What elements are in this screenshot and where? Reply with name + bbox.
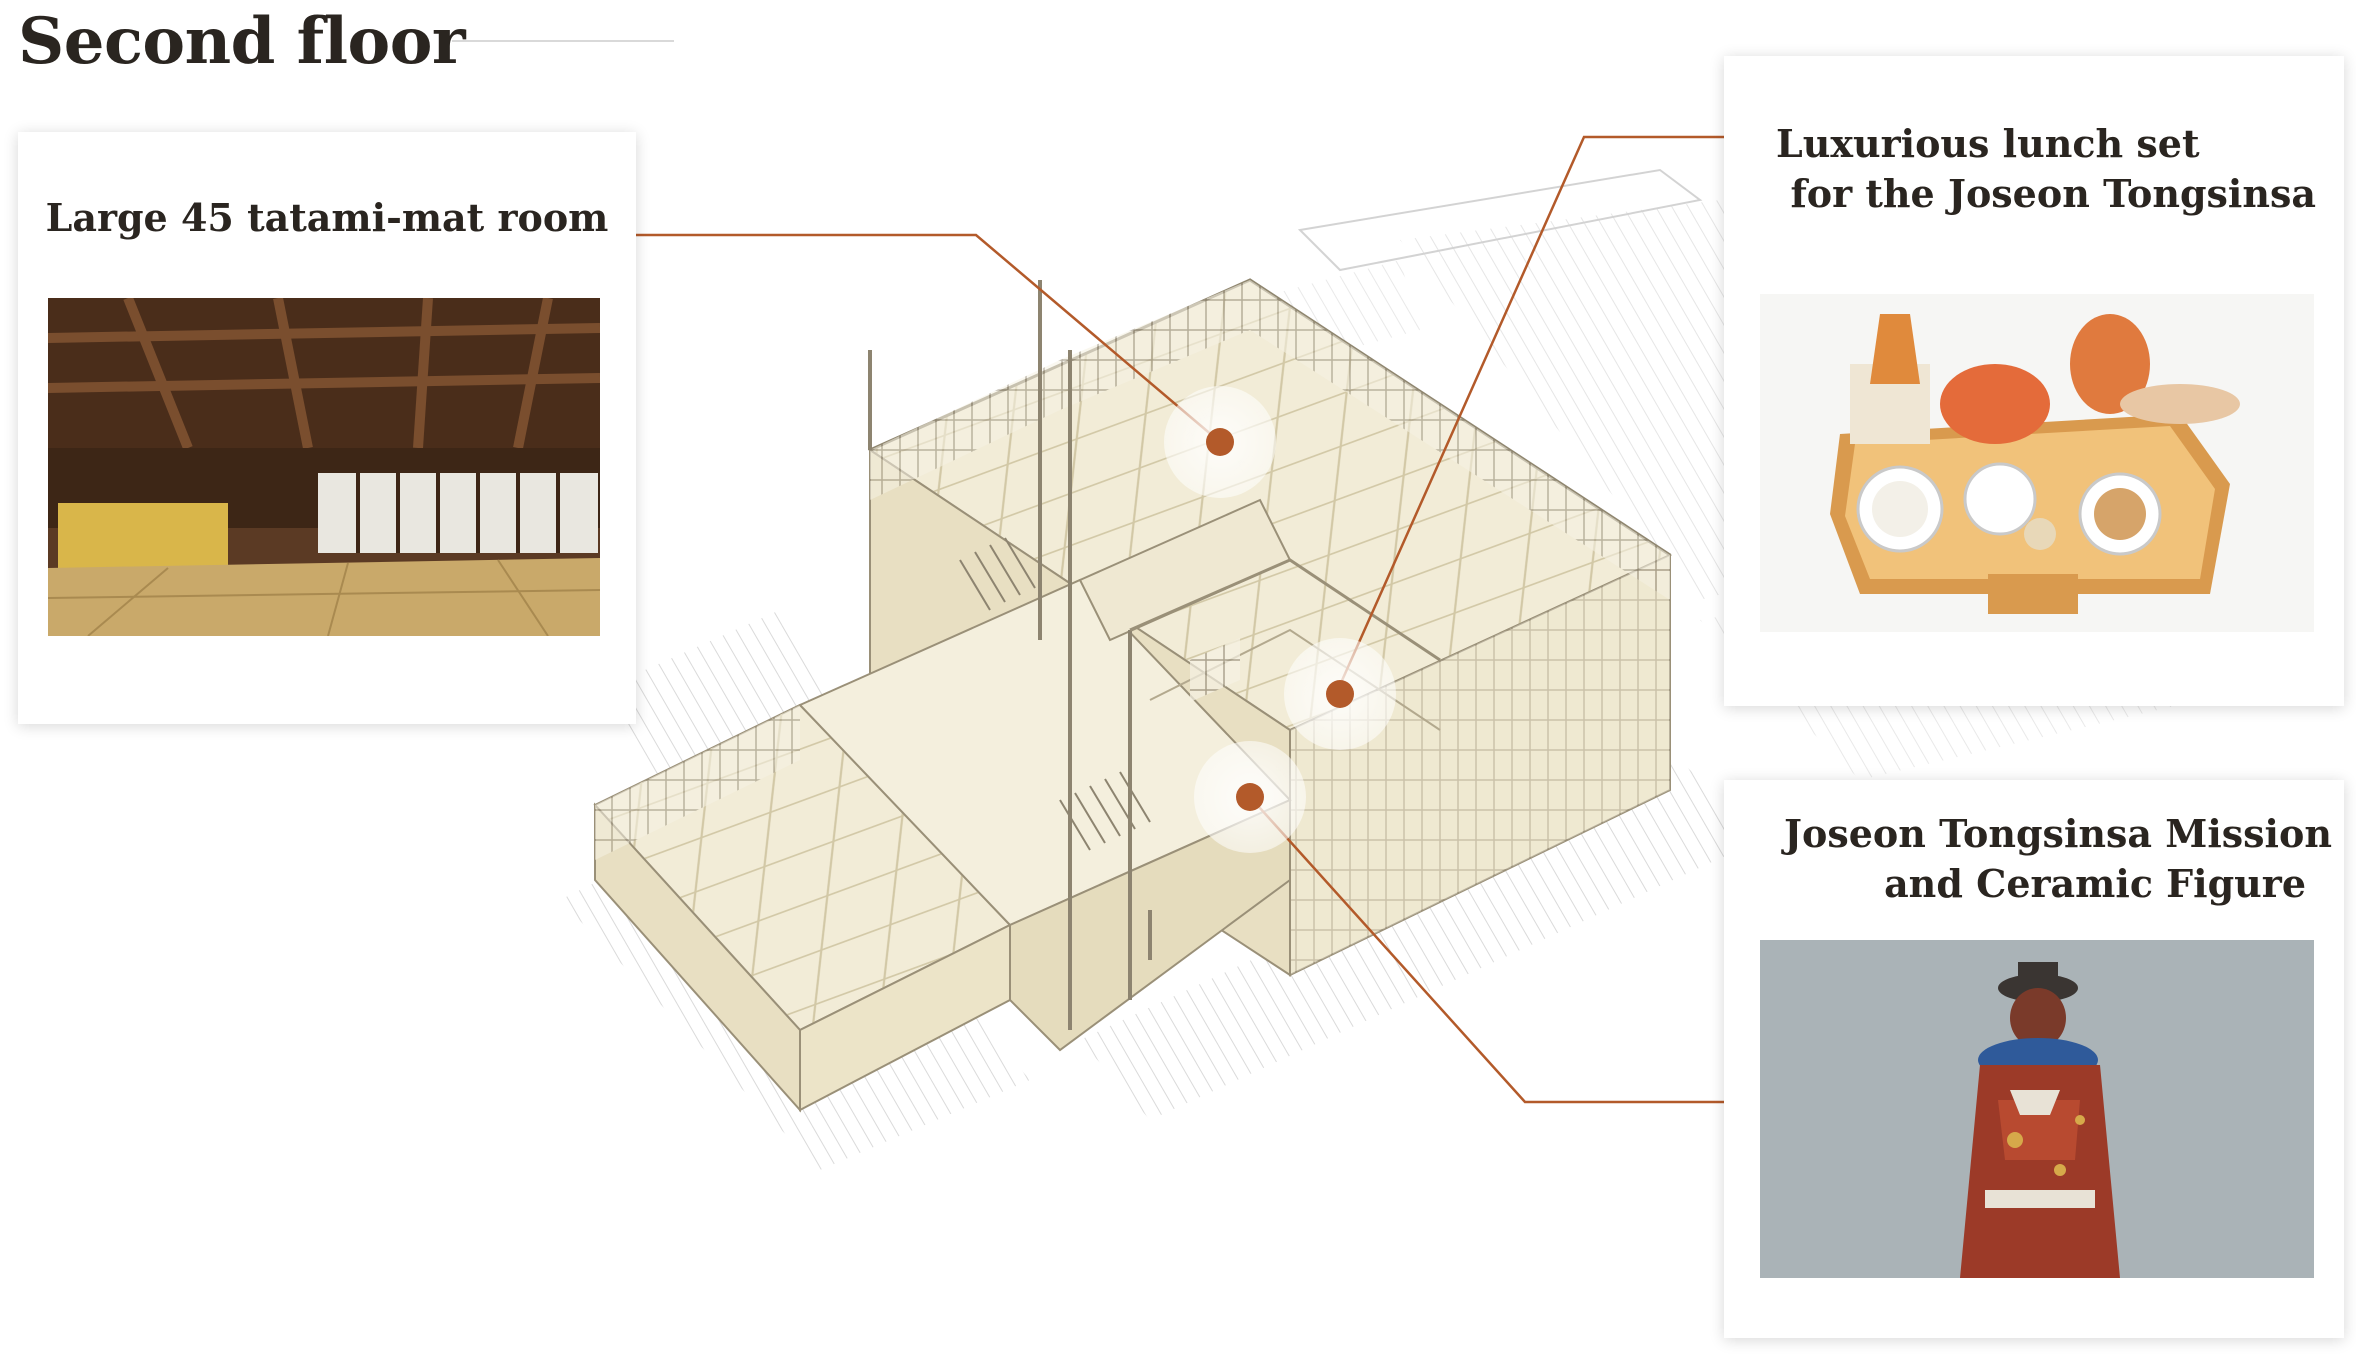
- lunch-set-card[interactable]: Luxurious lunch set for the Joseon Tongs…: [1724, 56, 2344, 706]
- central-corridor: [798, 280, 1441, 1052]
- lower-wing: [593, 703, 1012, 1113]
- ceramic-figure-photo: [1760, 940, 2314, 1278]
- leader-line-lunch: [1334, 135, 1724, 695]
- roof-ghosts: [560, 168, 2200, 1170]
- lunch-set-hotspot: [1284, 638, 1396, 750]
- lunch-tray-photo: [1760, 294, 2314, 632]
- lunch-set-title-line2: for the Joseon Tongsinsa: [1790, 171, 2316, 216]
- tatami-room-photo: [48, 298, 600, 636]
- ceramic-figure-card[interactable]: Joseon Tongsinsa Mission and Ceramic Fig…: [1724, 780, 2344, 1338]
- lunch-set-title-line1: Luxurious lunch set: [1776, 121, 2200, 166]
- leader-lines: [636, 135, 1724, 1104]
- ceramic-figure-title-line1: Joseon Tongsinsa Mission: [1784, 811, 2332, 856]
- title-divider: [452, 40, 674, 42]
- leader-line-tatami: [636, 233, 1221, 443]
- tatami-room-title: Large 45 tatami-mat room: [45, 195, 609, 240]
- page-title: Second floor: [18, 4, 466, 79]
- tatami-room-card[interactable]: Large 45 tatami-mat room: [18, 132, 636, 724]
- ceramic-figure-hotspot: [1194, 741, 1306, 853]
- tatami-room-hotspot: [1164, 386, 1276, 498]
- leader-line-mission: [1249, 796, 1724, 1104]
- ceramic-figure-title-line2: and Ceramic Figure: [1884, 861, 2306, 906]
